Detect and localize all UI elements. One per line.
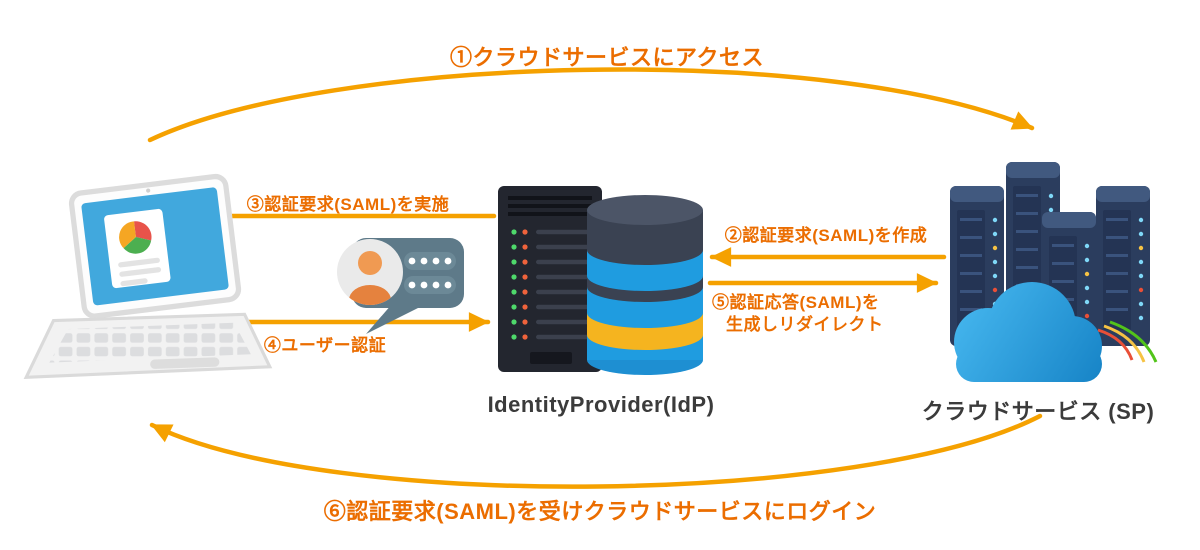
- idp-server-database-icon: [498, 186, 703, 375]
- step6-label: ⑥認証要求(SAML)を受けクラウドサービスにログイン: [323, 499, 877, 524]
- step2-label: ②認証要求(SAML)を作成: [724, 226, 928, 245]
- step6-arrow: [149, 413, 1043, 489]
- user-credentials-bubble-icon: [337, 238, 464, 334]
- sp-node-label: クラウドサービス (SP): [921, 399, 1155, 424]
- database-icon: [587, 195, 703, 375]
- cloud-icon: [954, 282, 1102, 382]
- step5-label: ⑤認証応答(SAML)を 生成しリダイレクト: [712, 292, 884, 336]
- cloud-service-servers-icon: [950, 162, 1158, 382]
- idp-node-label: IdentityProvider(IdP): [487, 392, 715, 417]
- step3-label: ③認証要求(SAML)を実施: [246, 195, 450, 214]
- step1-label: ①クラウドサービスにアクセス: [450, 45, 764, 70]
- step1-arrow: [147, 67, 1035, 143]
- server-cables: [1097, 320, 1158, 363]
- step5-label-line1: ⑤認証応答(SAML)を: [712, 293, 880, 312]
- step4-label: ④ユーザー認証: [263, 336, 387, 355]
- step5-label-line2: 生成しリダイレクト: [726, 315, 884, 334]
- flow-arrows: [147, 67, 1043, 489]
- laptop-icon: [23, 173, 273, 379]
